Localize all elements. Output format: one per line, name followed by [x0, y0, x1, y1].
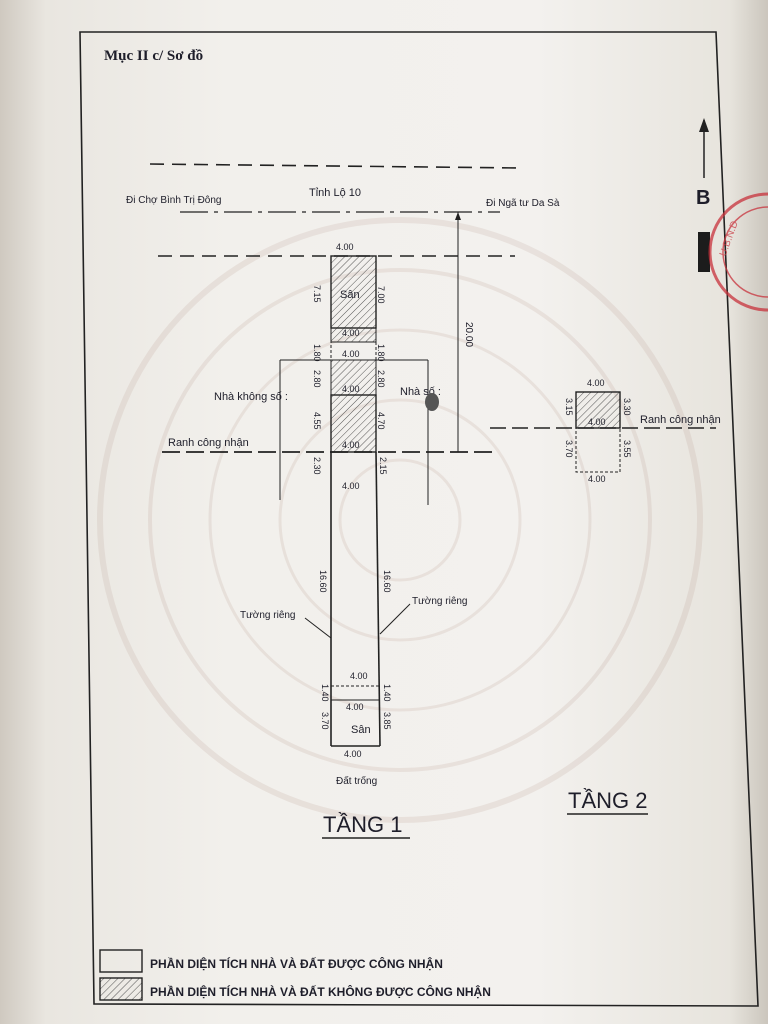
setback-dimension: 20.00 [463, 322, 474, 347]
left-dim-7: 1.40 [320, 684, 330, 702]
recognized-boundary-label: Ranh công nhận [168, 437, 249, 449]
left-dim-4: 4.55 [312, 412, 322, 430]
right-dim-8: 3.85 [382, 712, 392, 730]
floor1-inner-width-4: 4.00 [342, 440, 360, 450]
empty-land-label: Đất trống [336, 775, 377, 787]
road-edge-top [149, 163, 521, 169]
back-yard-label: Sân [351, 724, 371, 736]
floor1-inner-width-2: 4.00 [342, 349, 360, 359]
legend-not-recognized-label: PHẦN DIỆN TÍCH NHÀ VÀ ĐẤT KHÔNG ĐƯỢC CÔN… [150, 984, 491, 999]
right-dim-5: 2.15 [378, 457, 388, 475]
floor1-inner-width-7: 4.00 [346, 702, 364, 712]
floor1-inner-width-1: 4.00 [342, 328, 360, 338]
left-dim-5: 2.30 [312, 457, 322, 475]
floor1-inner-width-6: 4.00 [350, 671, 368, 681]
right-dim-2: 1.80 [376, 344, 386, 362]
compass-letter: B [696, 187, 710, 209]
legend-recognized-swatch [99, 949, 143, 973]
floor2-left-dim-2: 3.70 [564, 440, 574, 458]
floor1-title: TẦNG 1 [323, 812, 402, 837]
floor2-right-dim-1: 3.30 [622, 398, 632, 416]
right-dim-3: 2.80 [376, 370, 386, 388]
wall-left-label: Tường riêng [240, 610, 296, 621]
legend-not-recognized-swatch [99, 977, 143, 1001]
floor2-top-width: 4.00 [587, 378, 605, 388]
left-dim-2: 1.80 [312, 344, 322, 362]
right-dim-4: 4.70 [376, 412, 386, 430]
front-yard-label: Sân [340, 289, 360, 301]
floor2-mid-width: 4.00 [588, 417, 606, 427]
legend: PHẦN DIỆN TÍCH NHÀ VÀ ĐẤT ĐƯỢC CÔNG NHẬN… [99, 949, 491, 1001]
right-dim-1: 7.00 [376, 286, 386, 304]
page-frame [79, 31, 759, 1007]
floor1-bottom-width: 4.00 [344, 749, 362, 759]
road-left-direction: Đi Chợ Bình Trị Đông [126, 195, 221, 206]
left-dim-6: 16.60 [318, 570, 328, 593]
floor1-top-width: 4.00 [336, 242, 354, 252]
legend-recognized-label: PHẦN DIỆN TÍCH NHÀ VÀ ĐẤT ĐƯỢC CÔNG NHẬN [150, 956, 443, 971]
road-name: Tỉnh Lộ 10 [309, 187, 361, 199]
right-dim-7: 1.40 [382, 684, 392, 702]
svg-text:U.B.N.D: U.B.N.D [718, 220, 741, 258]
floor2-left-dim-1: 3.15 [564, 398, 574, 416]
stamp-seal: U.B.N.D [708, 192, 768, 312]
left-dim-3: 2.80 [312, 370, 322, 388]
floor1-inner-width-3: 4.00 [342, 384, 360, 394]
road-right-direction: Đi Ngã tư Da Sà [486, 198, 560, 209]
right-dim-6: 16.60 [382, 570, 392, 593]
watermark-emblem [97, 217, 703, 823]
section-label: Mục II c/ Sơ đồ [104, 48, 203, 64]
floor2-title: TẦNG 2 [568, 788, 647, 813]
neighbor-left-label: Nhà không số : [214, 391, 288, 403]
wall-right-label: Tường riêng [412, 596, 468, 607]
floor1-inner-width-5: 4.00 [342, 481, 360, 491]
north-arrow: B [696, 118, 710, 272]
left-dim-1: 7.15 [312, 285, 322, 303]
floor1-plan: 4.00 Sân 4.00 4.00 4.00 4.00 4.00 4.00 4… [162, 242, 492, 839]
floor2-boundary-label: Ranh công nhận [640, 414, 721, 426]
left-dim-8: 3.70 [320, 712, 330, 730]
floor2-bottom-width: 4.00 [588, 474, 606, 484]
floor2-right-dim-2: 3.55 [622, 440, 632, 458]
floor2-plan: 4.00 4.00 4.00 3.15 3.70 3.30 3.55 Ranh … [490, 378, 721, 815]
